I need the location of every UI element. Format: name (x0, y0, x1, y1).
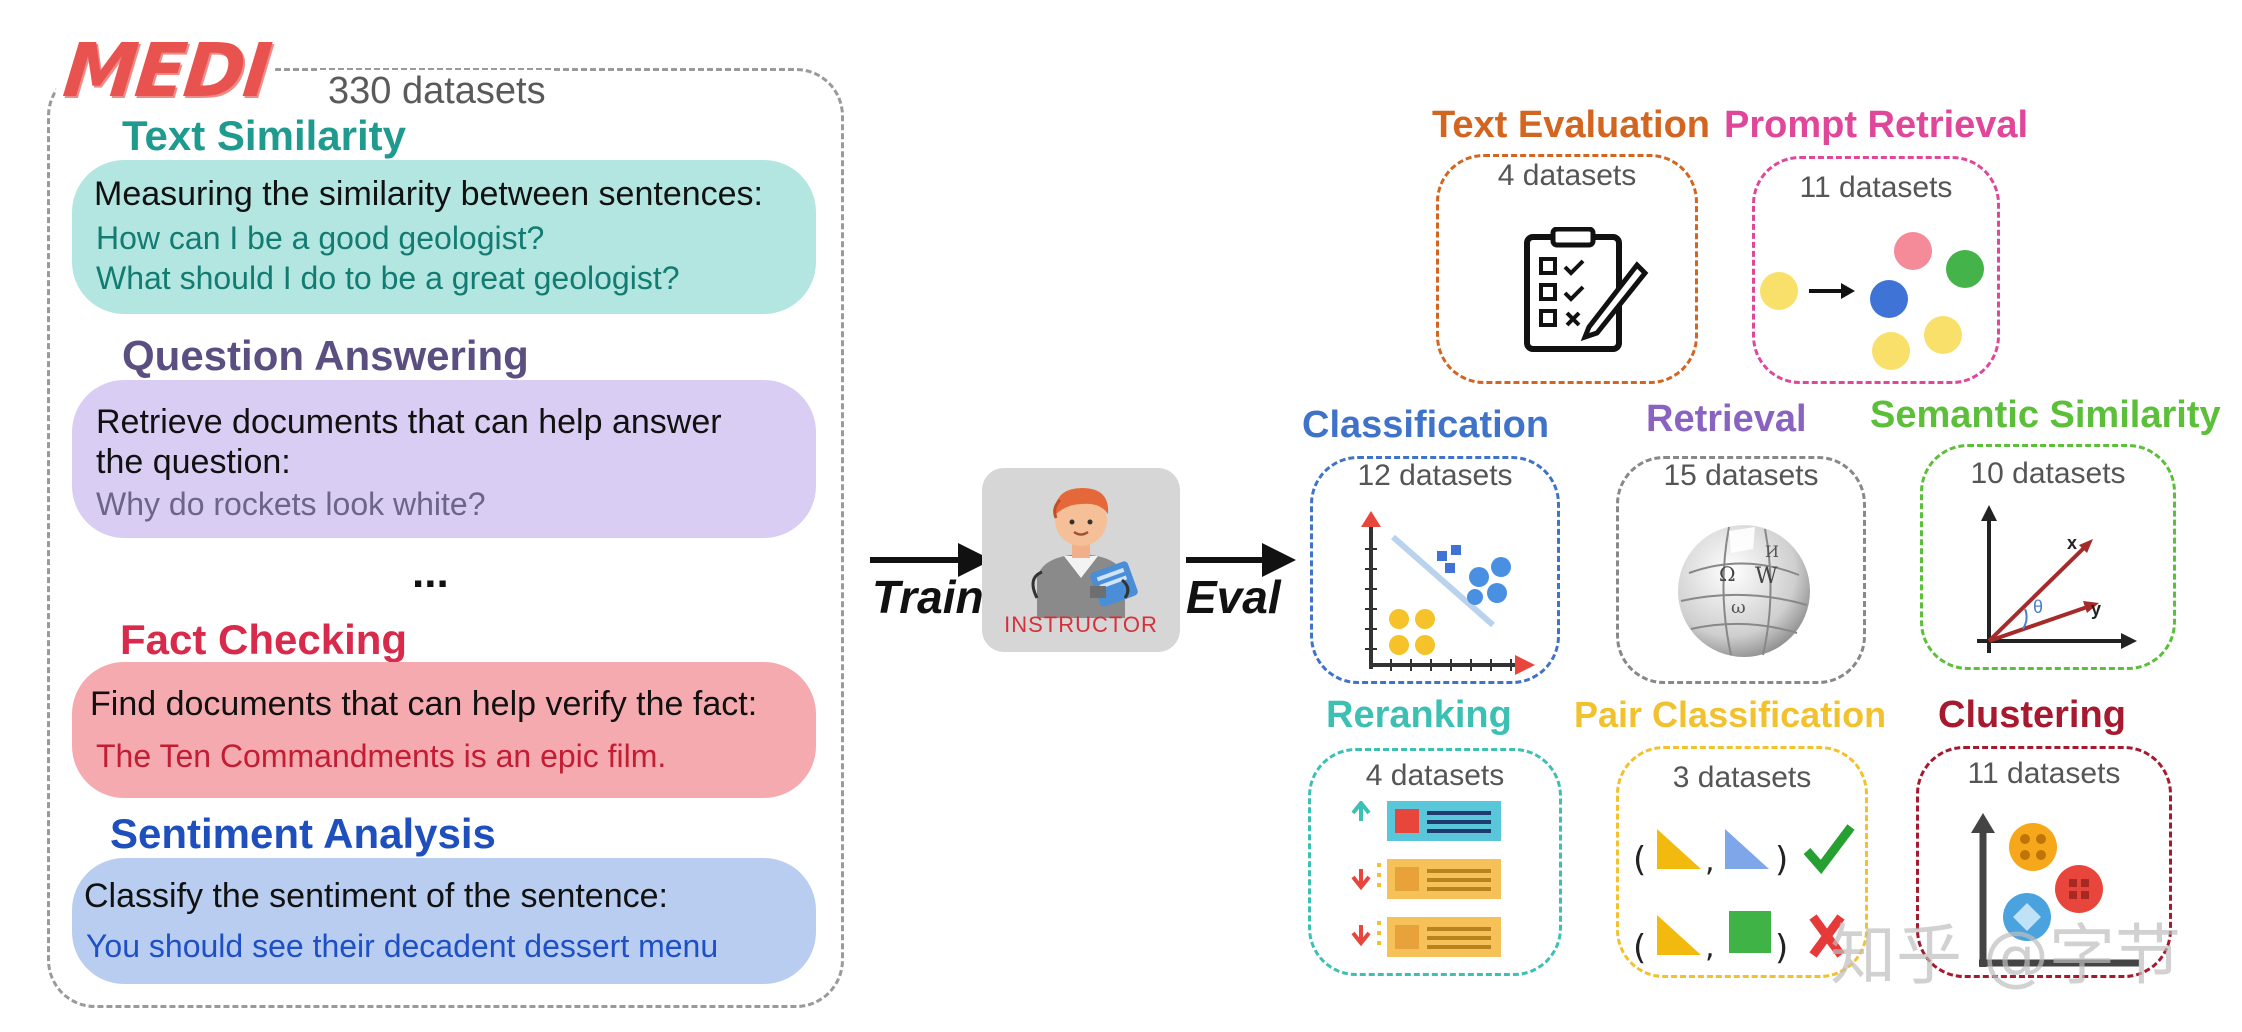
task-box-text-similarity: Measuring the similarity between sentenc… (72, 160, 816, 314)
svg-text:): ) (1775, 840, 1788, 880)
task-example: How can I be a good geologist? (96, 220, 545, 256)
eval-card-reranking: 4 datasets (1308, 748, 1562, 976)
vector-angle-plot-icon (1977, 505, 2137, 653)
svg-text:(: ( (1633, 928, 1646, 968)
task-example: The Ten Commandments is an epic film. (96, 738, 667, 774)
task-box-question-answering: Retrieve documents that can help answer … (72, 380, 816, 538)
eval-count: 4 datasets (1365, 759, 1505, 792)
watermark: 知乎 @字节 (1830, 917, 2181, 994)
eval-count: 11 datasets (1967, 757, 2121, 790)
eval-title-retrieval: Retrieval (1646, 398, 1807, 440)
vector-y-label: y (2091, 599, 2102, 619)
svg-text:): ) (1775, 928, 1788, 968)
eval-count: 4 datasets (1497, 159, 1637, 192)
medi-logo: MEDI (53, 28, 280, 114)
eval-arrow-head (1262, 543, 1296, 577)
task-example: Why do rockets look white? (96, 486, 486, 522)
eval-count: 15 datasets (1663, 459, 1819, 492)
instructor-label: INSTRUCTOR (1004, 612, 1158, 637)
task-example: You should see their decadent dessert me… (86, 928, 719, 964)
svg-text:W: W (1755, 564, 1778, 589)
eval-title-prompt-retrieval: Prompt Retrieval (1724, 104, 2029, 146)
clustering-icon (1971, 813, 2139, 967)
svg-text:,: , (1705, 930, 1715, 965)
task-example: What should I do to be a great geologist… (96, 260, 680, 296)
eval-title-semantic-similarity: Semantic Similarity (1870, 394, 2221, 436)
task-title-question-answering: Question Answering (122, 332, 529, 379)
eval-arrow (1186, 557, 1266, 563)
vector-x-label: x (2067, 533, 2078, 553)
checklist-clipboard-icon (1524, 227, 1649, 352)
task-box-sentiment-analysis: Classify the sentiment of the sentence: … (72, 858, 816, 984)
task-box-fact-checking: Find documents that can help verify the … (72, 662, 816, 798)
instructor-person-icon (1031, 488, 1138, 618)
eval-card-classification: 12 datasets (1310, 456, 1560, 684)
eval-title-clustering: Clustering (1938, 694, 2126, 736)
eval-card-text-evaluation: 4 datasets (1436, 154, 1698, 384)
eval-title-classification: Classification (1302, 404, 1550, 446)
train-label: Train (872, 571, 984, 623)
eval-count: 10 datasets (1970, 457, 2126, 490)
eval-title-text-evaluation: Text Evaluation (1432, 104, 1711, 146)
task-title-fact-checking: Fact Checking (120, 616, 408, 663)
task-instruction: Measuring the similarity between sentenc… (94, 175, 763, 213)
eval-card-pair-classification: 3 datasets ( , ) ( , ) (1616, 746, 1868, 978)
svg-text:,: , (1705, 844, 1715, 879)
medi-panel (47, 68, 844, 1008)
task-title-sentiment-analysis: Sentiment Analysis (110, 810, 496, 857)
svg-text:Ω: Ω (1719, 562, 1736, 586)
task-instruction: Find documents that can help verify the … (90, 685, 758, 723)
wikipedia-globe-icon: Ω W И ω (1678, 525, 1810, 657)
task-title-text-similarity: Text Similarity (122, 112, 406, 159)
eval-title-pair-classification: Pair Classification (1574, 694, 1887, 735)
eval-count: 3 datasets (1672, 761, 1812, 794)
eval-label: Eval (1186, 571, 1281, 623)
prompt-retrieval-dots-icon (1760, 232, 1984, 370)
eval-card-clustering: 11 datasets (1916, 746, 2172, 978)
pair-classification-icon: ( , ) ( , ) (1633, 824, 1855, 968)
svg-text:ω: ω (1731, 597, 1746, 618)
theta-label: θ (2033, 597, 2044, 617)
eval-count: 11 datasets (1799, 171, 1953, 204)
eval-card-prompt-retrieval: 11 datasets (1752, 156, 2000, 384)
svg-text:(: ( (1633, 840, 1646, 880)
medi-dataset-count: 330 datasets (320, 70, 554, 113)
task-instruction: Retrieve documents that can help answer … (96, 403, 722, 481)
svg-text:И: И (1765, 542, 1779, 561)
task-instruction: Classify the sentiment of the sentence: (84, 877, 668, 915)
train-arrow (870, 557, 962, 563)
eval-card-semantic-similarity: 10 datasets x y θ (1920, 444, 2176, 670)
eval-card-retrieval: 15 datasets Ω W И ω (1616, 456, 1866, 684)
classification-scatter-icon (1361, 511, 1535, 675)
reranking-list-icon (1351, 801, 1501, 957)
instructor-model-card (982, 468, 1180, 652)
eval-count: 12 datasets (1357, 459, 1513, 492)
ellipsis: ... (412, 548, 449, 597)
eval-title-reranking: Reranking (1326, 694, 1512, 736)
